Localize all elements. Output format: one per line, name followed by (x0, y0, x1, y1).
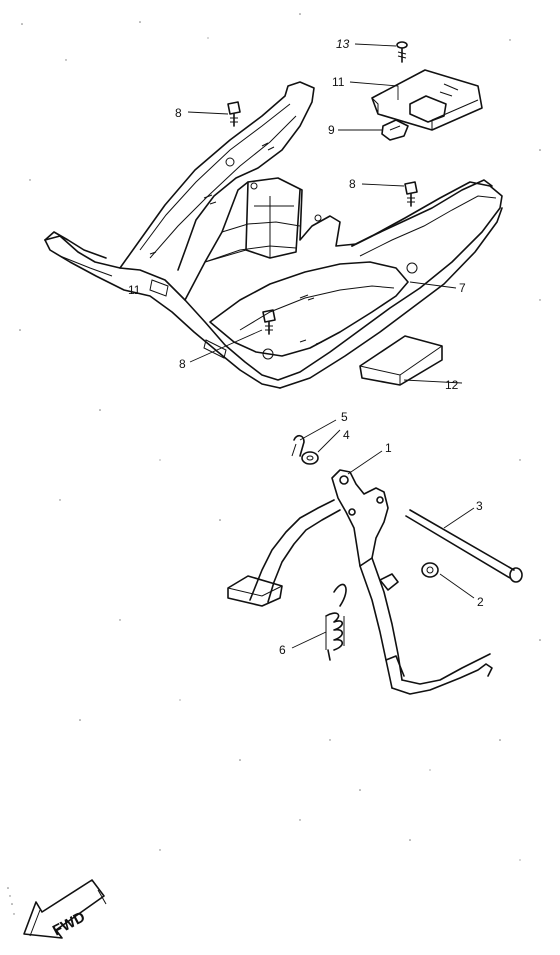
spring-part-6 (325, 583, 347, 661)
leader-lines (187, 43, 475, 649)
pad-part-12 (359, 335, 443, 386)
callout-4: 4 (343, 428, 350, 442)
callout-12: 12 (445, 378, 459, 392)
floor-panel-part-7 (44, 81, 503, 389)
callout-13: 13 (336, 37, 350, 51)
callout-labels: 13 11 9 8 8 11 7 8 12 5 4 1 3 2 6 (128, 37, 484, 657)
callout-3: 3 (476, 499, 483, 513)
callout-11-cover: 11 (332, 75, 345, 89)
washer-part-4 (301, 451, 319, 465)
callout-8-lower: 8 (179, 357, 186, 371)
collar-part-2 (421, 562, 439, 578)
bolt-part-8-lower (262, 309, 276, 335)
main-stand-part-1 (227, 469, 493, 695)
forward-arrow-badge: FWD (23, 879, 107, 940)
callout-1: 1 (385, 441, 392, 455)
scan-noise (7, 13, 541, 915)
callout-8-upper-left: 8 (175, 106, 182, 120)
callout-2: 2 (477, 595, 484, 609)
fwd-label: FWD (50, 908, 88, 939)
cover-panel-part-11 (371, 69, 483, 131)
screw-part-13 (396, 41, 408, 63)
callout-7: 7 (459, 281, 466, 295)
callout-6: 6 (279, 643, 286, 657)
bolt-part-8-upper-left (227, 101, 241, 127)
callout-11-floor: 11 (128, 283, 141, 297)
callout-5: 5 (341, 410, 348, 424)
shaft-part-3 (405, 509, 523, 583)
clip-part-9 (381, 119, 409, 141)
cotter-pin-part-5 (291, 434, 305, 457)
bolt-part-8-right (404, 181, 418, 207)
callout-8-right: 8 (349, 177, 356, 191)
callout-9: 9 (328, 123, 335, 137)
